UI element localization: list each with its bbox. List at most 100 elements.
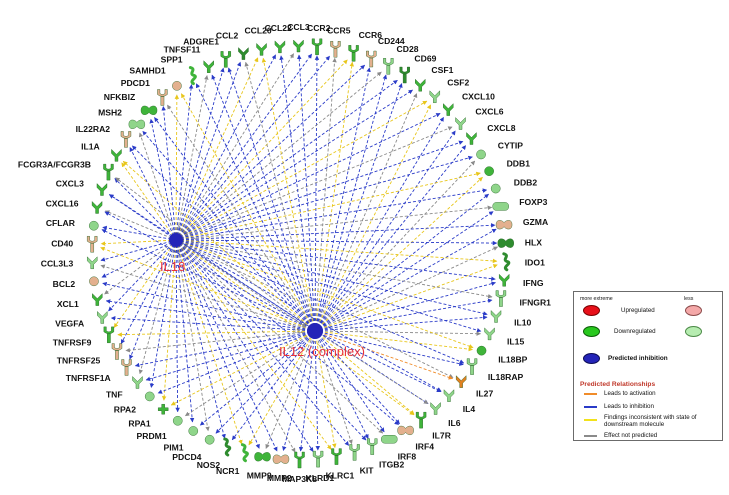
gene-label-ddb1: DDB1 (507, 159, 531, 169)
gene-node-il22ra2[interactable]: IL22RA2 (76, 124, 132, 148)
gene-node-klrd1[interactable]: KLRD1 (305, 450, 334, 483)
gene-node-cxcl10[interactable]: CXCL10 (443, 91, 495, 116)
gene-node-nos2[interactable]: NOS2 (197, 437, 232, 470)
gene-label-itgb2: ITGB2 (379, 459, 405, 469)
gene-node-ifng[interactable]: IFNG (498, 273, 544, 288)
gene-node-samhd1[interactable]: SAMHD1 (129, 65, 182, 91)
gene-node-ddb1[interactable]: DDB1 (484, 159, 531, 176)
gene-node-cytip[interactable]: CYTIP (476, 140, 523, 160)
gene-node-ido1[interactable]: IDO1 (502, 252, 545, 272)
gene-node-ccl3l3[interactable]: CCL3L3 (41, 256, 98, 270)
gene-node-rpa2[interactable]: RPA2 (114, 391, 155, 415)
gene-label-tnfrsf25: TNFRSF25 (57, 356, 101, 366)
gene-node-tnfrsf9[interactable]: TNFRSF9 (53, 326, 115, 348)
gene-node-pdcd1[interactable]: PDCD1 (121, 78, 168, 106)
gene-node-vegfa[interactable]: VEGFA (55, 310, 108, 328)
gene-node-mmp9[interactable]: MMP9 (247, 452, 272, 480)
edge-il18-ccr5 (175, 55, 331, 241)
gene-node-kit[interactable]: KIT (349, 444, 375, 476)
gene-node-cxcl8[interactable]: CXCL8 (466, 123, 516, 145)
gene-node-il18rap[interactable]: IL18RAP (466, 358, 524, 382)
gene-node-ddb2[interactable]: DDB2 (490, 178, 537, 194)
gene-node-ccr6[interactable]: CCR6 (348, 30, 383, 62)
gene-node-cxcl6[interactable]: CXCL6 (455, 107, 504, 130)
gene-node-csf2[interactable]: CSF2 (429, 77, 470, 103)
gene-node-il1a[interactable]: IL1A (81, 141, 122, 162)
gene-node-ccr5[interactable]: CCR5 (327, 26, 351, 58)
edge-il18-il18bp (175, 239, 474, 349)
gene-node-il7r[interactable]: IL7R (415, 411, 452, 441)
gene-node-klrc1[interactable]: KLRC1 (326, 448, 355, 481)
gene-node-ccl3[interactable]: CCL3 (287, 22, 310, 53)
gene-node-tnfrsf25[interactable]: TNFRSF25 (57, 343, 123, 366)
gene-node-ccl20[interactable]: CCL20 (244, 26, 272, 56)
edge-il12-ccr6 (314, 61, 355, 332)
gene-node-cxcl16[interactable]: CXCL16 (46, 198, 103, 214)
gene-node-ncr1[interactable]: NCR1 (216, 443, 249, 476)
gene-node-gzma[interactable]: GZMA (495, 217, 548, 230)
gene-label-fcgr3a-fcgr3b: FCGR3A/FCGR3B (18, 160, 91, 170)
gene-node-adgre1[interactable]: ADGRE1 (183, 37, 231, 68)
gene-node-il27[interactable]: IL27 (455, 375, 493, 399)
legend-panel: more extreme less Upregulated Downregula… (573, 291, 723, 441)
gene-node-msh2[interactable]: MSH2 (98, 108, 146, 129)
gene-node-hlx[interactable]: HLX (497, 237, 542, 248)
legend-more-extreme: more extreme (580, 296, 613, 302)
hub-node-il12[interactable] (307, 323, 323, 339)
edge-il18-cd244 (175, 64, 365, 241)
gene-node-pim1[interactable]: PIM1 (164, 426, 199, 452)
gene-node-tnf[interactable]: TNF (106, 375, 143, 399)
gene-node-cd40[interactable]: CD40 (51, 236, 98, 253)
gene-node-ccr2[interactable]: CCR2 (307, 23, 331, 55)
gene-node-map3k8[interactable]: MAP3K8 (282, 451, 317, 484)
edge-il12-csf1 (314, 93, 418, 332)
edge-il12-il27 (314, 330, 454, 380)
gene-node-ifngr1[interactable]: IFNGR1 (495, 290, 551, 308)
gene-node-cxcl3[interactable]: CXCL3 (56, 179, 108, 196)
gene-shape (455, 117, 466, 130)
gene-node-ccl2[interactable]: CCL2 (216, 30, 249, 60)
gene-node-xcl1[interactable]: XCL1 (57, 293, 103, 309)
gene-node-prdm1[interactable]: PRDM1 (137, 415, 183, 441)
gene-node-nfkbiz[interactable]: NFKBIZ (104, 92, 158, 115)
gene-node-il15[interactable]: IL15 (484, 327, 525, 346)
gene-node-csf1[interactable]: CSF1 (415, 65, 454, 92)
gene-node-il10[interactable]: IL10 (490, 309, 532, 327)
gene-label-vegfa: VEGFA (55, 318, 84, 328)
gene-node-bcl2[interactable]: BCL2 (53, 276, 99, 289)
gene-node-cd28[interactable]: CD28 (383, 44, 419, 75)
legend-inconsistent-label: Findings inconsistent with state of down… (604, 414, 697, 428)
gene-node-cd244[interactable]: CD244 (366, 36, 405, 68)
gene-label-xcl1: XCL1 (57, 299, 79, 309)
edge-il18-ccl22 (175, 54, 277, 241)
edge-il12-ncr1 (248, 330, 316, 446)
gene-node-rpa1[interactable]: RPA1 (128, 404, 169, 429)
gene-label-map3k8: MAP3K8 (282, 474, 317, 484)
gene-node-irf4[interactable]: IRF4 (397, 425, 435, 452)
gene-node-spp1[interactable]: SPP1 (161, 54, 197, 86)
gene-node-mmp2[interactable]: MMP2 (267, 454, 292, 483)
gene-node-cflar[interactable]: CFLAR (46, 218, 99, 231)
gene-node-itgb2[interactable]: ITGB2 (367, 438, 405, 470)
hub-node-il18[interactable] (169, 233, 183, 247)
edge-il18-cxcl8 (175, 140, 464, 241)
gene-node-cd69[interactable]: CD69 (399, 54, 437, 84)
gene-node-foxp3[interactable]: FOXP3 (492, 197, 548, 211)
gene-node-tnfrsf1a[interactable]: TNFRSF1A (66, 359, 132, 383)
gene-node-irf8[interactable]: IRF8 (381, 435, 416, 461)
gene-shape (92, 293, 103, 306)
gene-node-il6[interactable]: IL6 (430, 402, 461, 428)
gene-node-pdcd4[interactable]: PDCD4 (172, 434, 215, 462)
gene-shape (96, 183, 108, 196)
gene-node-il4[interactable]: IL4 (443, 389, 475, 414)
gene-label-ccl20: CCL20 (244, 26, 271, 36)
gene-shape (383, 58, 394, 75)
gene-node-ccl22[interactable]: CCL22 (265, 23, 292, 54)
gene-node-fcgr3a-fcgr3b[interactable]: FCGR3A/FCGR3B (18, 160, 114, 181)
edge-il18-ifngr1 (175, 239, 493, 299)
gene-label-ifngr1: IFNGR1 (519, 298, 551, 308)
gene-node-tnfsf11[interactable]: TNFSF11 (164, 45, 214, 73)
edge-il12-irf4 (314, 330, 400, 425)
gene-node-il18bp[interactable]: IL18BP (476, 345, 528, 365)
